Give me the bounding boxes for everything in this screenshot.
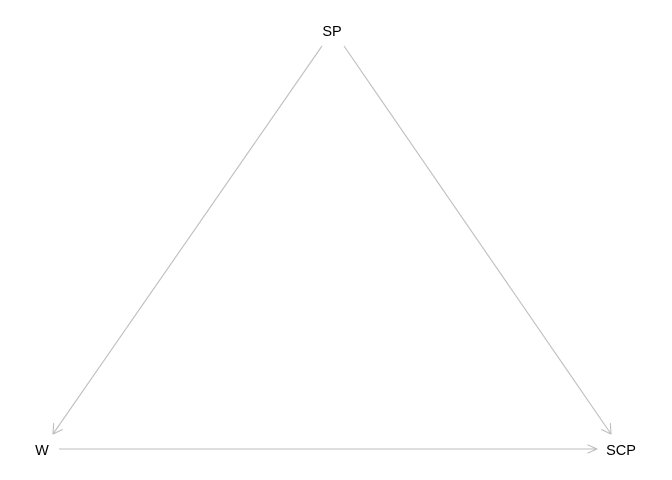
node-scp-label: SCP	[606, 443, 636, 459]
edge-sp-to-w	[52, 45, 323, 435]
edge-sp-to-scp	[343, 45, 612, 435]
node-w-label: W	[35, 443, 49, 459]
node-sp-label: SP	[322, 24, 341, 40]
edge-w-to-scp	[59, 444, 598, 454]
